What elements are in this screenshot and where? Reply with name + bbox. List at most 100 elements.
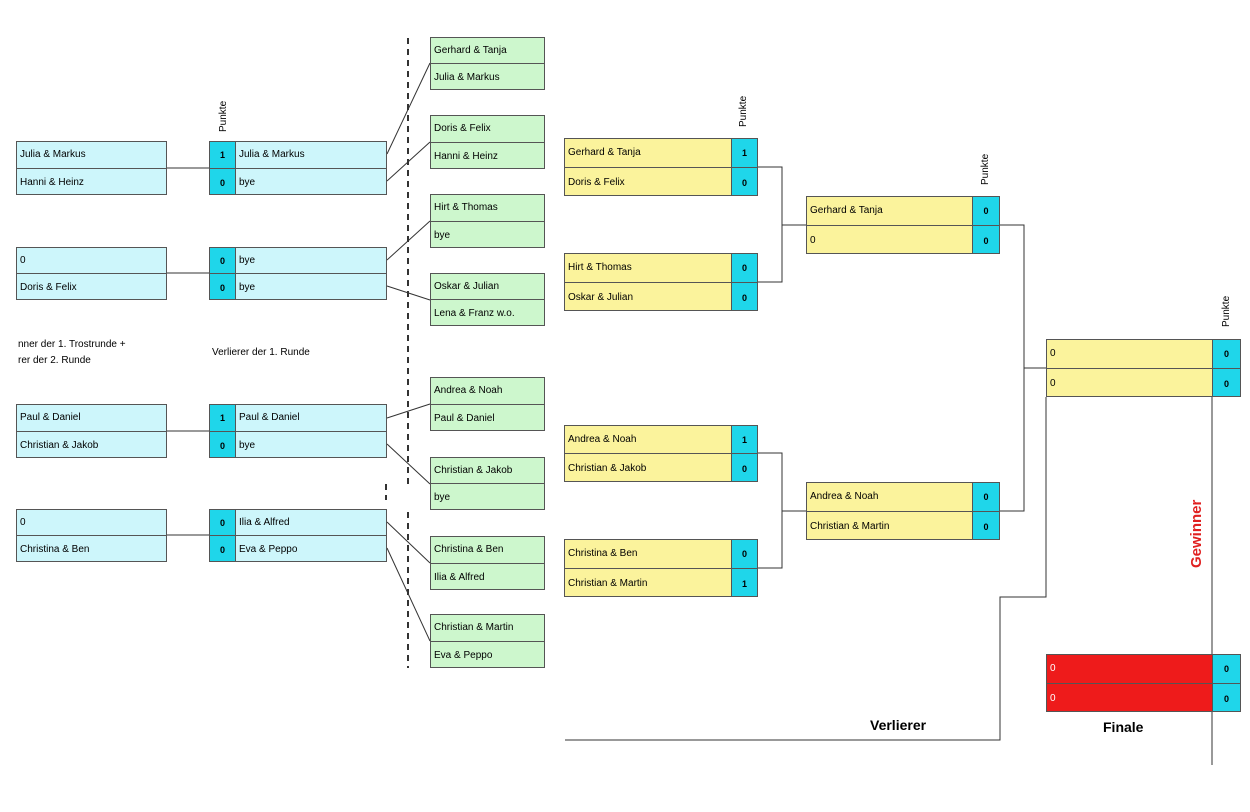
team-slot: Julia & Markus [236, 142, 386, 169]
team-slot: Paul & Daniel [236, 405, 386, 432]
team-slot: Christina & Ben [431, 537, 544, 564]
connector-line [758, 452, 783, 569]
match-box-b1: Julia & Markus bye [235, 141, 387, 195]
score: 0 [1223, 693, 1229, 704]
team-slot: Julia & Markus [434, 71, 500, 83]
score: 0 [741, 292, 747, 303]
match-box-a3: Paul & Daniel Christian & Jakob [16, 404, 167, 458]
score-box-b1: 1 0 [209, 141, 236, 195]
team-slot: Ilia & Alfred [236, 510, 386, 536]
match-box-d4: Christina & Ben Christian & Martin [564, 539, 732, 597]
trostrunde-note: rer der 2. Runde [18, 355, 91, 366]
score-box-b3: 1 0 [209, 404, 236, 458]
team-slot: Oskar & Julian [431, 274, 544, 300]
score-box-b4: 0 0 [209, 509, 236, 562]
team-slot: Paul & Daniel [434, 412, 495, 424]
match-box-c6: Christian & Jakob bye [430, 457, 545, 510]
match-box-c3: Hirt & Thomas bye [430, 194, 545, 248]
team-slot: Hanni & Heinz [20, 176, 84, 188]
match-box-d2: Hirt & Thomas Oskar & Julian [564, 253, 732, 311]
team-slot: 0 [1050, 377, 1056, 389]
team-slot: 0 [17, 510, 166, 536]
team-slot: bye [434, 229, 451, 241]
team-slot: Doris & Felix [568, 176, 625, 188]
score-box-b2: 0 0 [209, 247, 236, 300]
points-header: Punkte [1221, 295, 1232, 327]
score: 0 [983, 235, 989, 246]
team-slot: Andrea & Noah [565, 426, 731, 454]
team-slot: Christina & Ben [20, 543, 90, 555]
points-header: Punkte [980, 153, 991, 185]
team-slot: Christian & Jakob [431, 458, 544, 484]
final-match-box: 0 0 [1046, 339, 1213, 397]
finale-label: Finale [1103, 719, 1144, 735]
team-slot: Lena & Franz w.o. [434, 307, 515, 319]
match-box-c7: Christina & Ben Ilia & Alfred [430, 536, 545, 590]
team-slot: Paul & Daniel [17, 405, 166, 432]
team-slot: bye [434, 491, 451, 503]
team-slot: 0 [1047, 340, 1212, 369]
team-slot: Doris & Felix [431, 116, 544, 143]
score: 1 [732, 139, 757, 168]
score: 0 [741, 177, 747, 188]
connector-line [386, 521, 431, 564]
score-box-e2: 0 0 [972, 482, 1000, 540]
team-slot: Christian & Martin [431, 615, 544, 642]
score: 1 [210, 142, 235, 169]
score: 0 [732, 254, 757, 283]
score-box-e1: 0 0 [972, 196, 1000, 254]
winner-label: Gewinner [1188, 499, 1205, 568]
connector-line [1000, 224, 1025, 512]
score-box-d3: 1 0 [731, 425, 758, 482]
team-slot: Julia & Markus [17, 142, 166, 169]
match-box-c8: Christian & Martin Eva & Peppo [430, 614, 545, 668]
team-slot: 0 [810, 234, 816, 246]
team-slot: Christian & Jakob [20, 439, 99, 451]
team-slot: 0 [1047, 655, 1212, 684]
score: 0 [210, 510, 235, 536]
score: 0 [973, 483, 999, 512]
score: 0 [219, 440, 225, 451]
match-box-b3: Paul & Daniel bye [235, 404, 387, 458]
team-slot: 0 [17, 248, 166, 274]
loser-label: Verlierer [870, 717, 927, 733]
connector-line [758, 166, 783, 283]
team-slot: Christian & Martin [568, 577, 648, 589]
third-place-score-box: 0 0 [1212, 654, 1241, 712]
team-slot: Andrea & Noah [431, 378, 544, 405]
score-box-d1: 1 0 [731, 138, 758, 196]
match-box-a1: Julia & Markus Hanni & Heinz [16, 141, 167, 195]
match-box-e1: Gerhard & Tanja 0 [806, 196, 973, 254]
score: 0 [210, 248, 235, 274]
connector-line [386, 443, 431, 485]
score-box-d4: 0 1 [731, 539, 758, 597]
team-slot: Eva & Peppo [434, 649, 493, 661]
team-slot: Hanni & Heinz [434, 150, 498, 162]
team-slot: Gerhard & Tanja [565, 139, 731, 168]
score-box-d2: 0 0 [731, 253, 758, 311]
team-slot: bye [239, 439, 256, 451]
score: 1 [741, 578, 747, 589]
match-box-d3: Andrea & Noah Christian & Jakob [564, 425, 732, 482]
match-box-b2: bye bye [235, 247, 387, 300]
score: 1 [210, 405, 235, 432]
points-header: Punkte [218, 100, 229, 132]
match-box-c4: Oskar & Julian Lena & Franz w.o. [430, 273, 545, 326]
match-box-a4: 0 Christina & Ben [16, 509, 167, 562]
match-box-c2: Doris & Felix Hanni & Heinz [430, 115, 545, 169]
team-slot: Hirt & Thomas [565, 254, 731, 283]
final-score-box: 0 0 [1212, 339, 1241, 397]
team-slot: Ilia & Alfred [434, 571, 485, 583]
team-slot: Christian & Jakob [568, 462, 647, 474]
team-slot: Eva & Peppo [239, 543, 298, 555]
score: 0 [1223, 378, 1229, 389]
score: 1 [732, 426, 757, 454]
match-box-c5: Andrea & Noah Paul & Daniel [430, 377, 545, 431]
team-slot: Gerhard & Tanja [807, 197, 972, 226]
score: 0 [1213, 655, 1240, 684]
third-place-match-box: 0 0 [1046, 654, 1213, 712]
team-slot: Christina & Ben [565, 540, 731, 569]
team-slot: bye [239, 176, 256, 188]
team-slot: Gerhard & Tanja [431, 38, 544, 64]
